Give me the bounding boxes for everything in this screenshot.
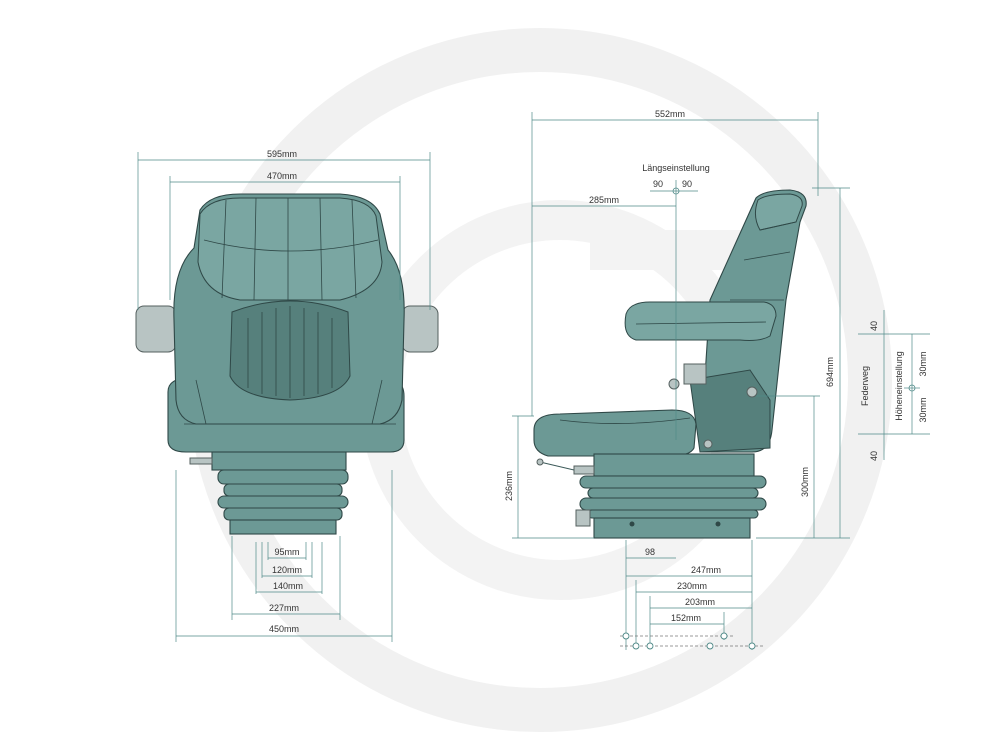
dim-552: 552mm [655, 109, 685, 119]
side-base-plate [593, 453, 755, 477]
front-headrest [197, 197, 383, 301]
susp-top: 40 [869, 321, 879, 331]
height-bottom: 30mm [918, 397, 928, 422]
dim-203: 203mm [685, 597, 715, 607]
dim-95: 95mm [274, 547, 299, 557]
shock-absorber [683, 363, 707, 385]
front-dimensions: 595mm 470mm 95mm 120mm 140mm 227mm 450mm [137, 149, 431, 642]
height-top: 30mm [918, 351, 928, 376]
fore-aft-right: 90 [682, 179, 692, 189]
right-armrest [401, 305, 439, 353]
fore-aft-left: 90 [653, 179, 663, 189]
dim-300: 300mm [800, 467, 810, 497]
front-view-seat [135, 193, 439, 535]
dim-470: 470mm [267, 171, 297, 181]
susp-bottom: 40 [869, 451, 879, 461]
dim-140: 140mm [273, 581, 303, 591]
front-bellows [217, 469, 349, 535]
fore-aft-label: Längseinstellung [642, 163, 710, 173]
side-view-seat [533, 189, 807, 539]
suspension-label: Federweg [860, 366, 870, 406]
dim-120: 120mm [272, 565, 302, 575]
dim-98: 98 [645, 547, 655, 557]
left-armrest [135, 305, 177, 353]
dim-595: 595mm [267, 149, 297, 159]
side-dimensions: 552mm Längseinstellung 90 90 285mm 694mm… [504, 109, 930, 650]
dim-227: 227mm [269, 603, 299, 613]
height-adj-label: Höheneinstellung [894, 351, 904, 421]
dim-247: 247mm [691, 565, 721, 575]
dim-230: 230mm [677, 581, 707, 591]
side-bellows [575, 475, 767, 539]
dim-152: 152mm [671, 613, 701, 623]
side-seat-cushion [533, 409, 697, 457]
dim-285: 285mm [589, 195, 619, 205]
dim-450: 450mm [269, 624, 299, 634]
front-base-plate [211, 451, 347, 471]
dim-236: 236mm [504, 471, 514, 501]
dim-694: 694mm [825, 357, 835, 387]
side-armrest [624, 301, 777, 341]
